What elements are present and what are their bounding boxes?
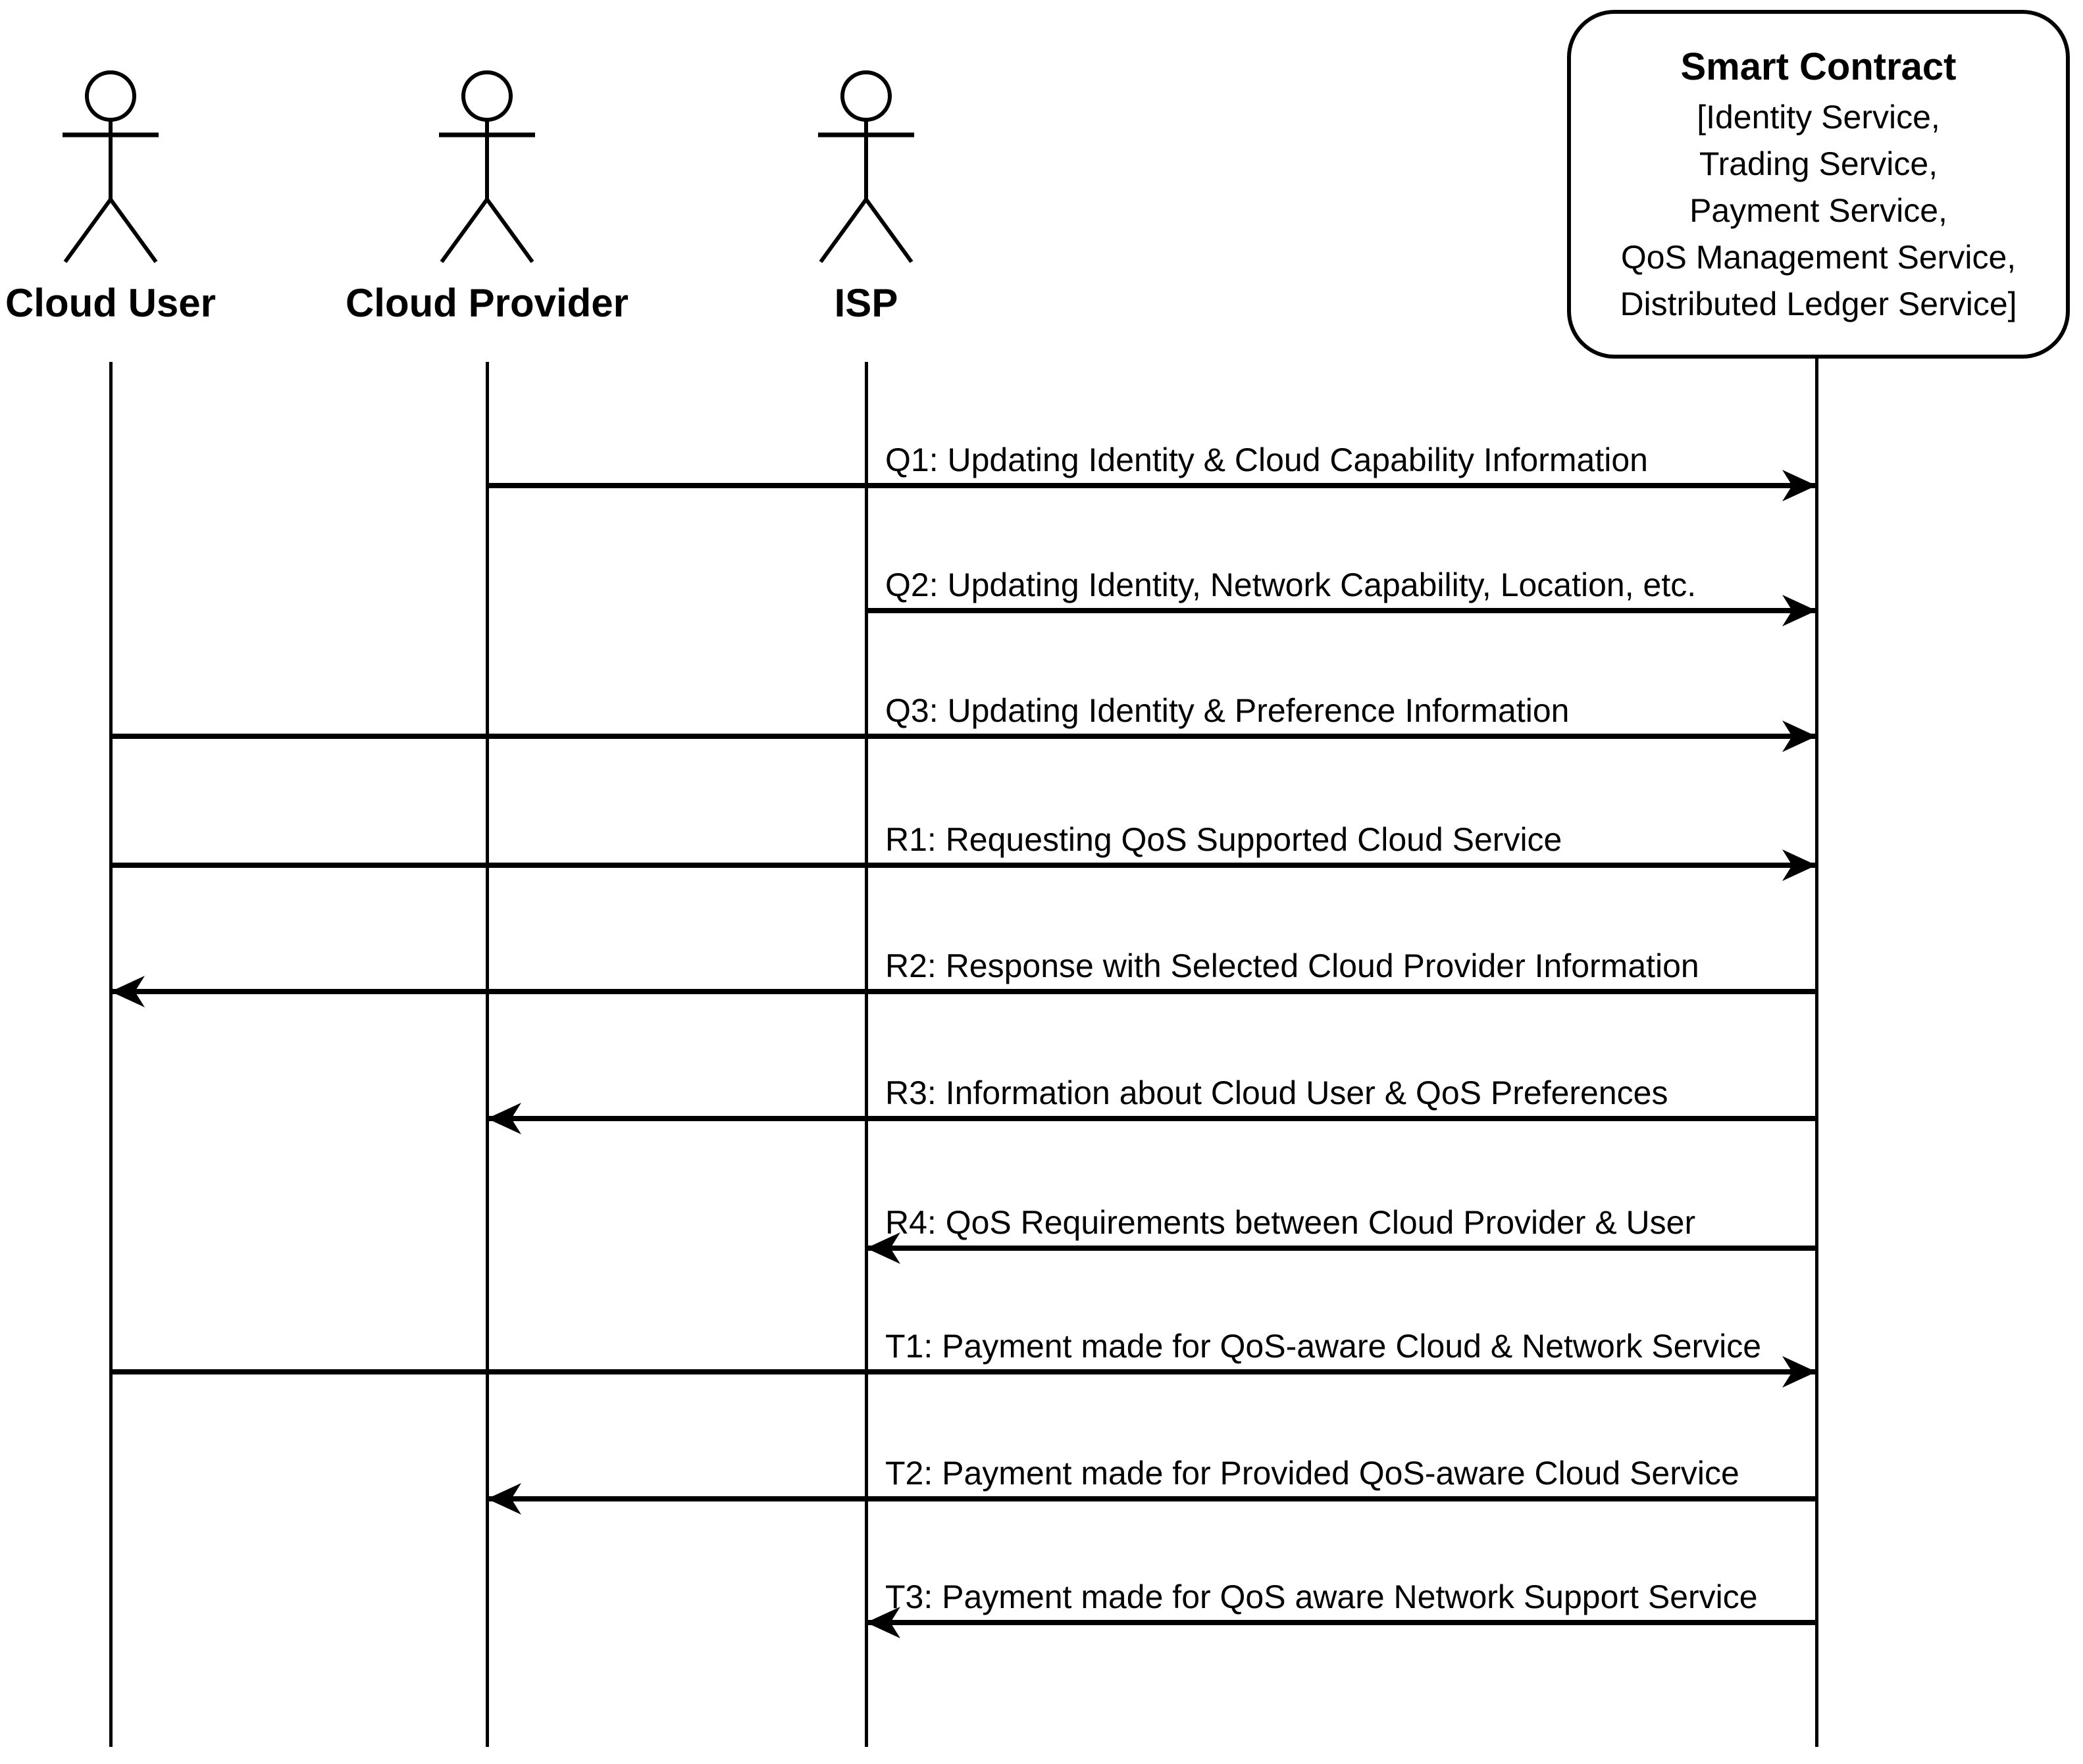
arrowhead-icon	[1782, 849, 1816, 881]
stick-figure-icon	[63, 70, 159, 263]
message-arrow-Q2	[866, 595, 1816, 626]
message-arrow-T3	[866, 1607, 1816, 1638]
actor-label-cloud-provider: Cloud Provider	[345, 281, 629, 325]
message-arrow-R3	[487, 1103, 1816, 1134]
arrowhead-icon	[1782, 595, 1816, 626]
message-arrow-Q1	[487, 470, 1816, 501]
arrowhead-icon	[1782, 1356, 1816, 1388]
arrowhead-icon	[487, 1483, 521, 1515]
message-arrow-R1	[111, 849, 1816, 881]
arrowhead-icon	[111, 976, 145, 1007]
actor-label-cloud-user: Cloud User	[5, 281, 217, 325]
message-arrow-Q3	[111, 720, 1816, 752]
smart-contract-title: Smart Contract	[1680, 45, 1957, 88]
message-label-T1: T1: Payment made for QoS-aware Cloud & N…	[885, 1328, 1762, 1365]
message-label-Q2: Q2: Updating Identity, Network Capabilit…	[885, 567, 1697, 603]
message-label-T3: T3: Payment made for QoS aware Network S…	[885, 1578, 1758, 1615]
message-arrow-R4	[866, 1232, 1816, 1264]
message-label-R1: R1: Requesting QoS Supported Cloud Servi…	[885, 821, 1562, 858]
actor-label-isp: ISP	[834, 281, 898, 325]
service-line: QoS Management Service,	[1620, 239, 2017, 276]
lifeline-cloud-user	[109, 362, 113, 1747]
smart-contract-services: [Identity Service, Trading Service, Paym…	[1571, 94, 2066, 328]
service-line: Distributed Ledger Service]	[1620, 286, 2017, 322]
lifeline-isp	[865, 362, 868, 1747]
stick-figure-icon	[818, 70, 914, 263]
service-line: Trading Service,	[1699, 145, 1938, 182]
lifeline-smart-contract	[1815, 359, 1818, 1747]
message-label-T2: T2: Payment made for Provided QoS-aware …	[885, 1455, 1739, 1492]
arrowhead-icon	[487, 1103, 521, 1134]
arrowhead-icon	[866, 1607, 900, 1638]
message-label-R4: R4: QoS Requirements between Cloud Provi…	[885, 1204, 1696, 1241]
lifeline-cloud-provider	[486, 362, 489, 1747]
message-label-R2: R2: Response with Selected Cloud Provide…	[885, 947, 1699, 984]
smart-contract-box: Smart Contract [Identity Service, Tradin…	[1567, 10, 2070, 359]
arrowhead-icon	[866, 1232, 900, 1264]
message-label-Q3: Q3: Updating Identity & Preference Infor…	[885, 692, 1570, 729]
message-label-Q1: Q1: Updating Identity & Cloud Capability…	[885, 441, 1648, 478]
stick-figure-icon	[439, 70, 535, 263]
arrowhead-icon	[1782, 470, 1816, 501]
message-arrow-R2	[111, 976, 1816, 1007]
arrowhead-icon	[1782, 720, 1816, 752]
service-line: Payment Service,	[1689, 192, 1947, 229]
message-label-R3: R3: Information about Cloud User & QoS P…	[885, 1074, 1668, 1111]
message-arrow-T2	[487, 1483, 1816, 1515]
service-line: [Identity Service,	[1697, 99, 1940, 136]
message-arrow-T1	[111, 1356, 1816, 1388]
